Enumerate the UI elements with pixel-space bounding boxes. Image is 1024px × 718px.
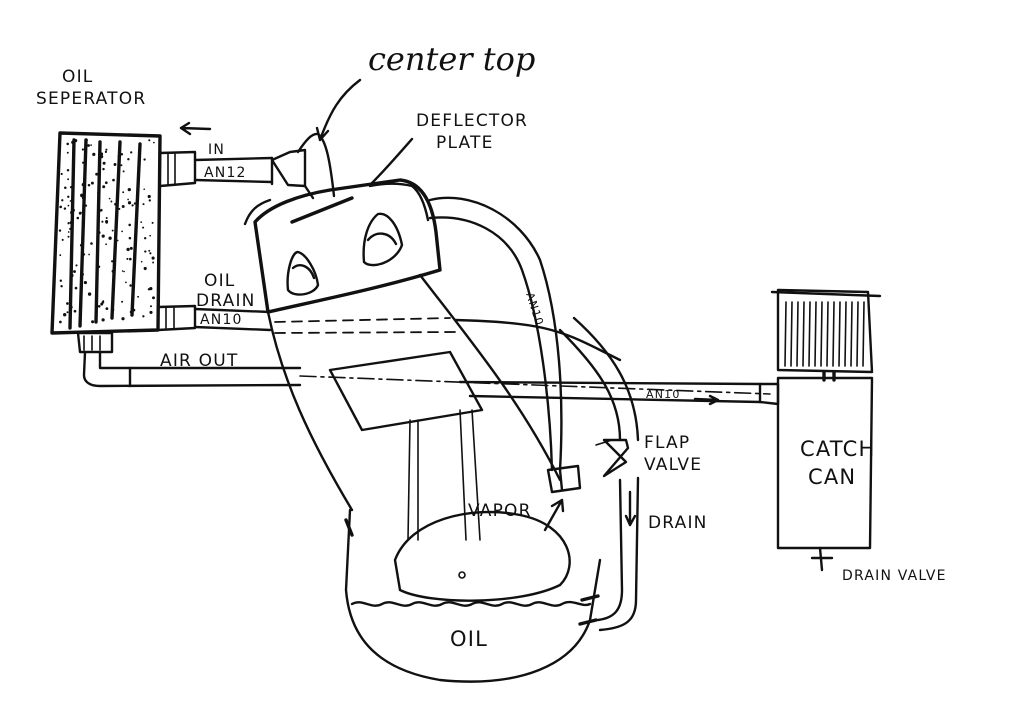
- an12-fitting: [158, 132, 336, 200]
- deflector-label-1: DEFLECTOR: [416, 111, 528, 131]
- flap-valve: [602, 438, 630, 478]
- oil-drain-label-2: DRAIN: [196, 291, 256, 311]
- oil-drain-label-1: OIL: [204, 271, 235, 291]
- center-top-arrow: [315, 78, 362, 142]
- deflector-plate: [290, 196, 354, 224]
- in-arrow: [179, 121, 212, 136]
- catch-can: [758, 288, 882, 572]
- deflector-label-2: PLATE: [436, 133, 494, 153]
- air-out-label: AIR OUT: [160, 351, 238, 371]
- air-out-line: [82, 350, 771, 404]
- oil-level: [350, 600, 592, 607]
- oil-drain-line: [156, 304, 622, 362]
- an10-drain-label: AN10: [200, 312, 243, 328]
- an10-breather-hose: [428, 196, 640, 632]
- catch-can-label-2: CAN: [808, 465, 856, 489]
- oil-separator: [50, 131, 162, 354]
- an10-flow-arrow: [693, 394, 720, 406]
- an10-catch-label: AN10: [646, 388, 681, 401]
- flap-valve-label-1: FLAP: [644, 433, 690, 453]
- vapor-arrow: [543, 498, 565, 532]
- vapor-label: VAPOR: [468, 501, 532, 521]
- center-top-label: center top: [368, 40, 535, 78]
- flap-valve-label-2: VALVE: [644, 455, 702, 475]
- oil-separator-label-1: OIL: [62, 67, 93, 87]
- catch-can-label-1: CATCH: [800, 437, 875, 461]
- drain-arrow: [624, 490, 637, 527]
- drain-label: DRAIN: [648, 513, 708, 533]
- an10-vertical-label: AN10: [523, 291, 546, 328]
- engine-block: [243, 178, 602, 683]
- oil-label: OIL: [450, 627, 488, 651]
- drain-valve-label: DRAIN VALVE: [842, 568, 947, 584]
- an12-label: AN12: [204, 165, 247, 181]
- oil-separator-label-2: SEPERATOR: [36, 89, 146, 109]
- in-label: IN: [208, 142, 225, 158]
- deflector-pointer: [368, 137, 414, 187]
